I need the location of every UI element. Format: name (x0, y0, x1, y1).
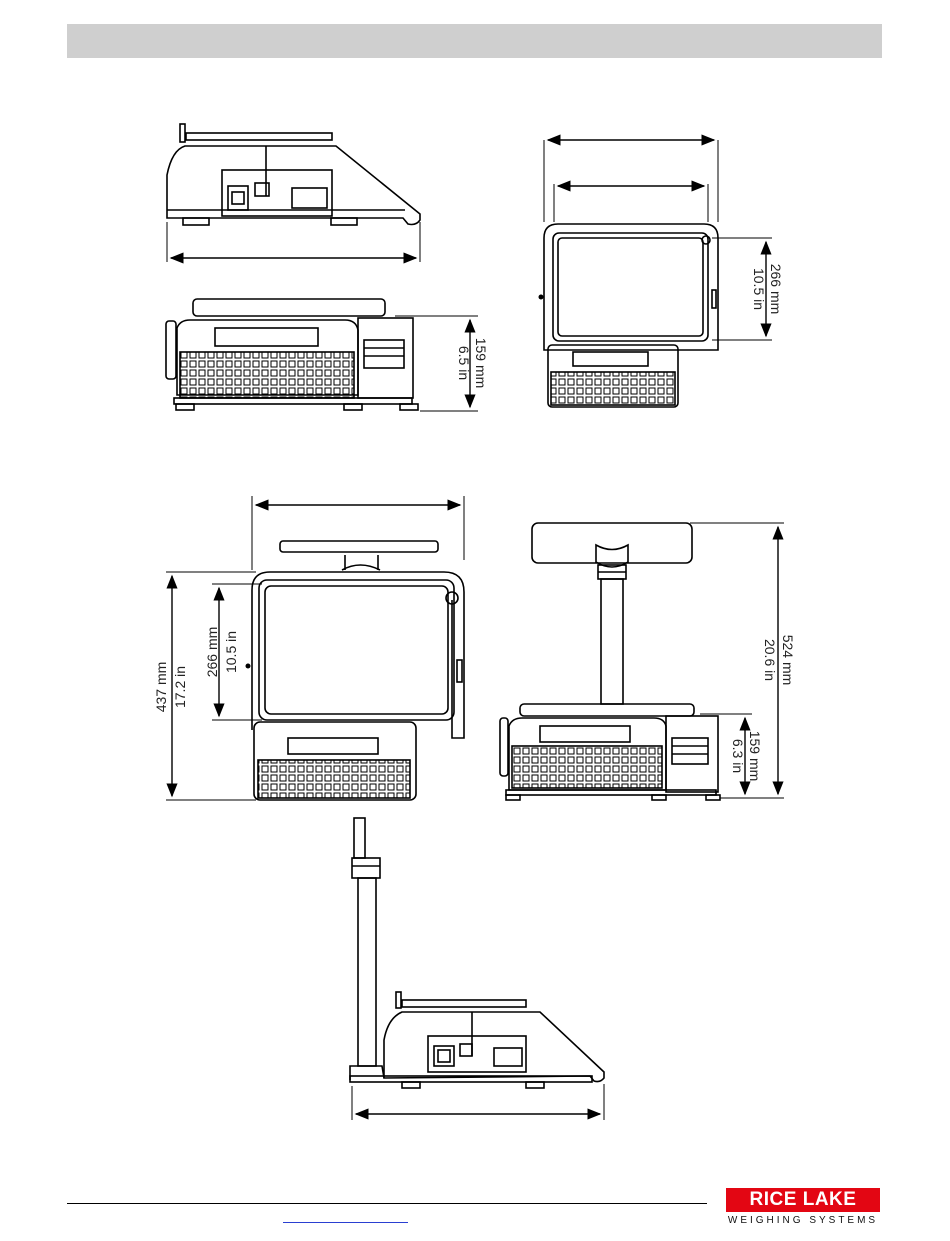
top-view-tower (252, 541, 464, 800)
tower-top-depth-in: 17.2 in (172, 666, 188, 708)
front-view-tower (500, 523, 720, 800)
side-view-tower (350, 818, 604, 1088)
side-view-counter (167, 124, 420, 225)
top-right-height-in: 10.5 in (751, 268, 767, 310)
tower-front-total-mm: 524 mm (780, 635, 796, 686)
footer-rule (67, 1203, 707, 1204)
tower-front-base-in: 6.3 in (730, 739, 746, 773)
top-right-height-mm: 266 mm (768, 264, 784, 315)
tower-front-base-mm: 159 mm (747, 731, 763, 782)
tower-top-platter-mm: 266 mm (204, 627, 220, 678)
logo-tagline: WEIGHING SYSTEMS (726, 1214, 880, 1228)
footer-link-underline[interactable] (283, 1222, 408, 1223)
front-height-mm: 159 mm (473, 338, 489, 389)
tower-top-depth-mm: 437 mm (153, 662, 169, 713)
top-view-counter (544, 224, 718, 407)
front-height-in: 6.5 in (456, 346, 472, 380)
logo-brand: RICE LAKE (726, 1188, 880, 1212)
rice-lake-logo: RICE LAKE WEIGHING SYSTEMS (726, 1188, 880, 1228)
tower-top-platter-in: 10.5 in (223, 631, 239, 673)
tower-front-total-in: 20.6 in (762, 639, 778, 681)
front-view-counter (166, 299, 418, 410)
